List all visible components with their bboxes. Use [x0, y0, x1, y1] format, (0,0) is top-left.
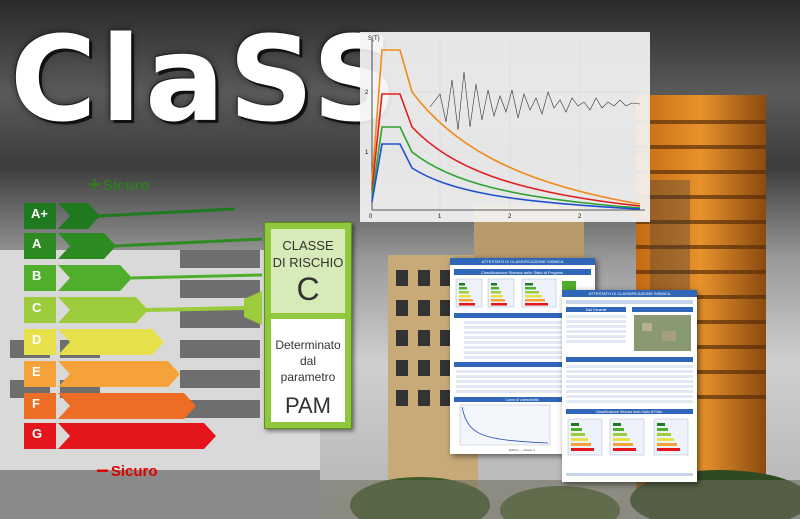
- accelerogram-trace: [429, 71, 641, 131]
- report-header: ATTESTATO DI CLASSIFICAZIONE SISMICA: [450, 258, 595, 265]
- x-tick-label: 2: [578, 214, 582, 220]
- risk-class-value: C: [296, 271, 320, 307]
- x-tick-label: 0: [369, 214, 373, 220]
- svg-text:Edificio — Classe C: Edificio — Classe C: [509, 448, 536, 452]
- class-label: D: [32, 332, 42, 347]
- y-tick-label: 2: [365, 90, 369, 96]
- class-label: G: [32, 426, 43, 441]
- svg-text:Classificazione Sismica dello: Classificazione Sismica dello Stato di F…: [596, 410, 663, 414]
- class-bar-c: [24, 291, 262, 325]
- determined-by-line2: dal parametro: [280, 354, 336, 384]
- class-bar-e: [24, 361, 180, 387]
- safer-indicator: +Sicuro: [88, 172, 150, 197]
- class-bar-aplus: [24, 203, 236, 229]
- spectrum-curve-orange: [371, 49, 641, 205]
- class-bar-b: [24, 265, 263, 291]
- determined-by-line1: Determinato: [275, 338, 341, 352]
- svg-text:Curva di Vulnerabilità: Curva di Vulnerabilità: [505, 398, 538, 402]
- risk-class-scale: [24, 203, 263, 449]
- class-label: A+: [31, 206, 48, 221]
- parameter-value: PAM: [284, 393, 332, 418]
- class-logo: ClaSS: [10, 10, 402, 148]
- y-tick-label: 1: [365, 150, 369, 156]
- parameter-box: Determinato dal parametro PAM: [271, 319, 345, 422]
- x-tick-label: 1: [438, 214, 442, 220]
- x-tick-label: 2: [508, 214, 512, 220]
- risk-class-title-line2: DI RISCHIO: [272, 255, 344, 270]
- y-axis-label: S(T): [368, 36, 380, 42]
- report-header: ATTESTATO DI CLASSIFICAZIONE SISMICA: [562, 290, 697, 297]
- report-content: Dati Generali Classificazione Sismica de…: [566, 300, 693, 476]
- class-labels: A+ A B C D E F G: [24, 195, 56, 455]
- class-bar-a: [24, 233, 263, 259]
- class-label: E: [32, 364, 41, 379]
- class-label: C: [32, 300, 42, 315]
- class-label: A: [32, 236, 42, 251]
- less-safe-indicator: −Sicuro: [96, 458, 158, 483]
- risk-class-title-line1: CLASSE: [282, 238, 334, 253]
- minus-icon: −: [96, 458, 109, 483]
- plus-icon: +: [88, 172, 101, 197]
- class-label: B: [32, 268, 42, 283]
- class-bar-f: [24, 393, 196, 419]
- risk-class-box: CLASSE DI RISCHIO C: [271, 229, 345, 313]
- report-document-2: ATTESTATO DI CLASSIFICAZIONE SISMICA Dat…: [562, 290, 697, 482]
- response-spectrum-chart: S(T) 0 1 2 2 2 1: [360, 32, 650, 222]
- class-label: F: [32, 396, 40, 411]
- spectrum-curve-green: [371, 126, 641, 209]
- spectrum-curve-blue: [371, 143, 641, 210]
- report-content: Classificazione Sismica dello Stato di P…: [454, 269, 591, 452]
- spectrum-curve-red: [371, 93, 641, 207]
- risk-class-panel: CLASSE DI RISCHIO C Determinato dal para…: [264, 222, 352, 429]
- class-bar-d: [24, 329, 164, 355]
- svg-text:Classificazione Sismica dello: Classificazione Sismica dello Stato di P…: [481, 270, 564, 275]
- class-bar-g: [24, 423, 216, 449]
- svg-text:Dati Generali: Dati Generali: [586, 308, 607, 312]
